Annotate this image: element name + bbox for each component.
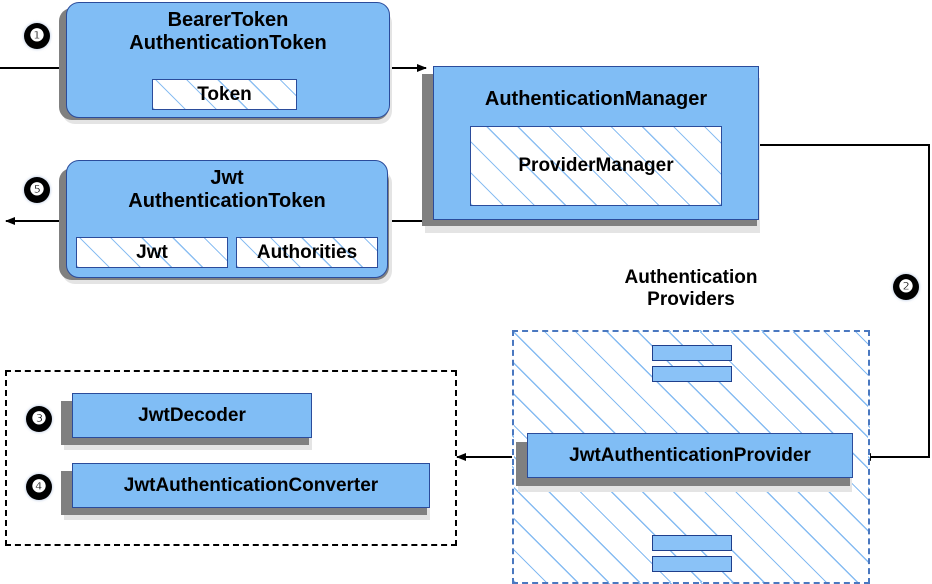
jwt-token-field-authorities[interactable]: Authorities: [236, 237, 378, 268]
provider-stack-bar-bottom-2: [652, 556, 732, 572]
bearer-token-field-token-label: Token: [197, 83, 252, 105]
step-marker-4-label: ❹: [31, 477, 47, 496]
authentication-manager-field-provider-manager[interactable]: ProviderManager: [470, 126, 722, 206]
authentication-manager-title-label: AuthenticationManager: [484, 88, 708, 110]
jwt-authentication-provider-label: JwtAuthenticationProvider: [569, 444, 811, 466]
provider-stack-bar-top-2: [652, 366, 732, 382]
bearer-token-authentication-token-title: BearerToken AuthenticationToken: [66, 9, 390, 55]
jwt-decoder-label: JwtDecoder: [138, 404, 246, 426]
step-marker-5: ❺: [24, 177, 50, 203]
authentication-providers-title: Authentication Providers: [571, 267, 811, 310]
provider-stack-bar-bottom-1: [652, 535, 732, 551]
step-marker-4: ❹: [26, 474, 52, 500]
step-marker-1-label: ❶: [29, 26, 45, 45]
bearer-token-field-token[interactable]: Token: [152, 79, 297, 110]
jwt-token-field-jwt-label: Jwt: [136, 241, 168, 263]
bearer-token-title-line2: AuthenticationToken: [129, 31, 327, 54]
step-marker-3-label: ❸: [31, 409, 47, 428]
jwt-token-title-line2: AuthenticationToken: [128, 189, 326, 212]
bearer-token-title-line1: BearerToken: [167, 9, 289, 31]
authentication-providers-title-line1: Authentication: [624, 267, 758, 288]
jwt-decoder-node[interactable]: JwtDecoder: [72, 393, 312, 438]
arrow-manager-to-provider: [760, 144, 930, 461]
step-marker-2-label: ❷: [898, 277, 914, 296]
step-marker-3: ❸: [26, 406, 52, 432]
jwt-token-title-line1: Jwt: [210, 167, 244, 189]
jwt-authentication-converter-label: JwtAuthenticationConverter: [123, 474, 379, 496]
step-marker-5-label: ❺: [29, 180, 45, 199]
jwt-authentication-provider-node[interactable]: JwtAuthenticationProvider: [527, 433, 853, 478]
step-marker-2: ❷: [893, 274, 919, 300]
jwt-token-field-jwt[interactable]: Jwt: [76, 237, 228, 268]
jwt-token-field-authorities-label: Authorities: [256, 241, 358, 263]
jwt-authentication-token-title: Jwt AuthenticationToken: [66, 167, 388, 213]
jwt-authentication-converter-node[interactable]: JwtAuthenticationConverter: [72, 463, 430, 508]
authentication-manager-title: AuthenticationManager: [433, 88, 759, 111]
step-marker-1: ❶: [24, 23, 50, 49]
provider-manager-label: ProviderManager: [518, 155, 674, 176]
provider-stack-bar-top-1: [652, 345, 732, 361]
authentication-providers-title-line2: Providers: [647, 288, 735, 310]
